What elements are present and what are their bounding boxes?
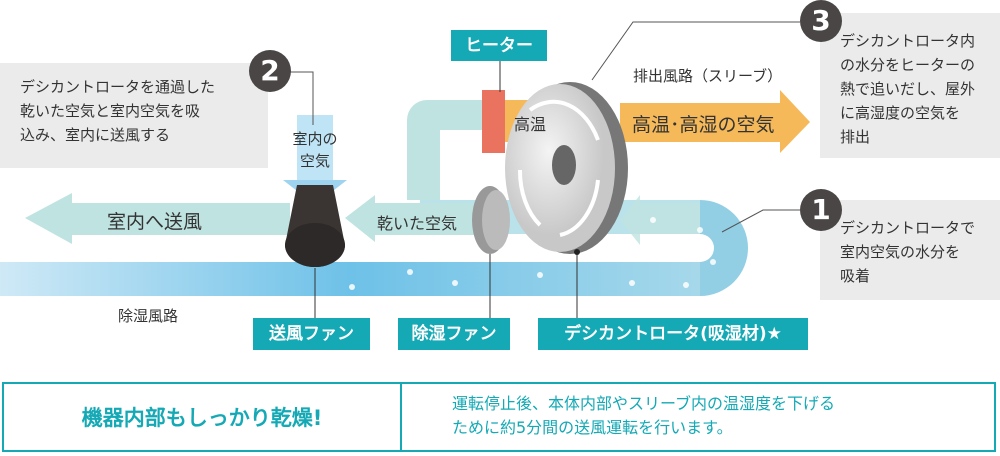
step-3-badge: 3 [800, 0, 842, 42]
callout-line: デシカントロータで [840, 219, 976, 237]
callout-3-box: デシカントロータ内 の水分をヒーターの 熱で追いだし、屋外 に高湿度の空気を 排… [820, 13, 1000, 158]
dry-air-label: 乾いた空気 [377, 214, 458, 233]
dehumid-fan-label: 除湿ファン [398, 318, 510, 350]
footer-headline: 機器内部もしっかり乾燥! [4, 384, 402, 450]
footer-desc-line: ために約5分間の送風運転を行います。 [452, 418, 733, 437]
callout-line: 熱で追いだし、屋外 [840, 80, 976, 98]
footer-box: 機器内部もしっかり乾燥! 運転停止後、本体内部やスリーブ内の温湿度を下げる ため… [2, 382, 996, 452]
callout-line: デシカントロータを通過した [20, 78, 216, 96]
indoor-air-label: 室内の 空気 [287, 128, 343, 172]
callout-line: 室内空気の水分を [840, 243, 961, 261]
callout-line: に高湿度の空気を [840, 104, 961, 122]
exhaust-path-label: 排出風路（スリーブ） [633, 67, 783, 85]
dry-air-arrow [345, 195, 480, 242]
callout-2-box: デシカントロータを通過した 乾いた空気と室内空気を吸 込み、室内に送風する [0, 63, 268, 168]
diagram-graphics [0, 21, 810, 318]
footer-description: 運転停止後、本体内部やスリーブ内の温湿度を下げる ために約5分間の送風運転を行い… [402, 384, 835, 450]
blue-duct-uturn [700, 200, 748, 296]
indoor-air-line: 室内の [292, 130, 338, 148]
footer-desc-line: 運転停止後、本体内部やスリーブ内の温湿度を下げる [452, 394, 836, 413]
heater-block [482, 90, 505, 153]
callout-line: 排出 [840, 128, 871, 146]
callout-line: の水分をヒーターの [840, 56, 976, 74]
hot-humid-air-label: 高温･高湿の空気 [632, 114, 775, 136]
blower-fan-label: 送風ファン [253, 318, 370, 350]
callout-1-box: デシカントロータで 室内空気の水分を 吸着 [820, 200, 1000, 300]
indoor-air-line: 空気 [299, 152, 330, 170]
pale-pipe [407, 100, 490, 200]
heater-label: ヒーター [451, 30, 547, 61]
dehumid-path-label: 除湿風路 [118, 307, 179, 325]
callout-line: デシカントロータ内 [840, 32, 976, 50]
rotor-label: デシカントロータ(吸湿材)★ [538, 318, 808, 350]
callout-line: 込み、室内に送風する [20, 126, 171, 144]
callout-line: 吸着 [840, 267, 871, 285]
hot-humid-arrow [620, 90, 810, 153]
callout-line: 乾いた空気と室内空気を吸 [20, 102, 201, 120]
to-room-label: 室内へ送風 [107, 211, 203, 233]
step-2-badge: 2 [249, 50, 291, 92]
to-room-arrow [25, 193, 290, 244]
step-1-badge: 1 [800, 189, 842, 231]
blue-duct-bottom [0, 262, 700, 296]
return-arrow [620, 195, 700, 245]
high-temp-label: 高温 [514, 115, 547, 134]
